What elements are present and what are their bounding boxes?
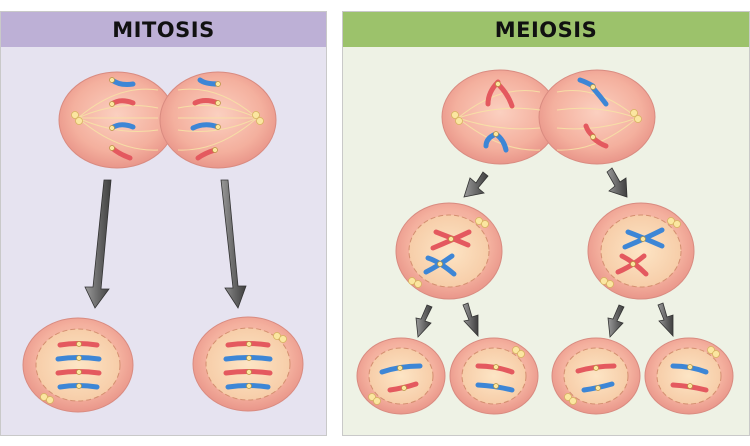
- gamete-2: [449, 337, 539, 415]
- centrioles: [408, 217, 489, 288]
- centromeres: [109, 77, 221, 153]
- mitosis-daughter-cell-2: [192, 316, 304, 412]
- spindle-fibers: [77, 88, 258, 151]
- meiosis-arrow-2a: [415, 304, 433, 338]
- gamete-1: [356, 337, 446, 415]
- gamete-4: [644, 337, 734, 415]
- meiosis-ii-cell-right: [587, 202, 695, 300]
- mitosis-dividing-cell: [58, 71, 277, 169]
- meiosis-header: MEIOSIS: [343, 12, 749, 47]
- centrioles: [451, 109, 642, 125]
- centrioles: [273, 332, 287, 343]
- meiosis-arrow-1-left: [463, 171, 489, 198]
- meiosis-arrow-2b: [462, 302, 479, 338]
- centrioles: [600, 217, 681, 288]
- meiosis-arrow-1-right: [606, 167, 628, 198]
- meiosis-title: MEIOSIS: [494, 17, 598, 42]
- centromeres: [493, 81, 596, 140]
- mitosis-daughter-cell-1: [22, 317, 134, 413]
- centrioles: [71, 111, 264, 125]
- gamete-3: [551, 337, 641, 415]
- mitosis-arrow-right: [220, 179, 247, 309]
- meiosis-dividing-cell: [441, 69, 656, 165]
- mitosis-header: MITOSIS: [1, 12, 326, 47]
- mitosis-arrow-left: [84, 179, 112, 309]
- centrioles: [40, 393, 54, 404]
- meiosis-arrow-2d: [657, 302, 674, 338]
- meiosis-arrow-2c: [607, 304, 625, 338]
- meiosis-ii-cell-left: [395, 202, 503, 300]
- mitosis-title: MITOSIS: [112, 17, 215, 42]
